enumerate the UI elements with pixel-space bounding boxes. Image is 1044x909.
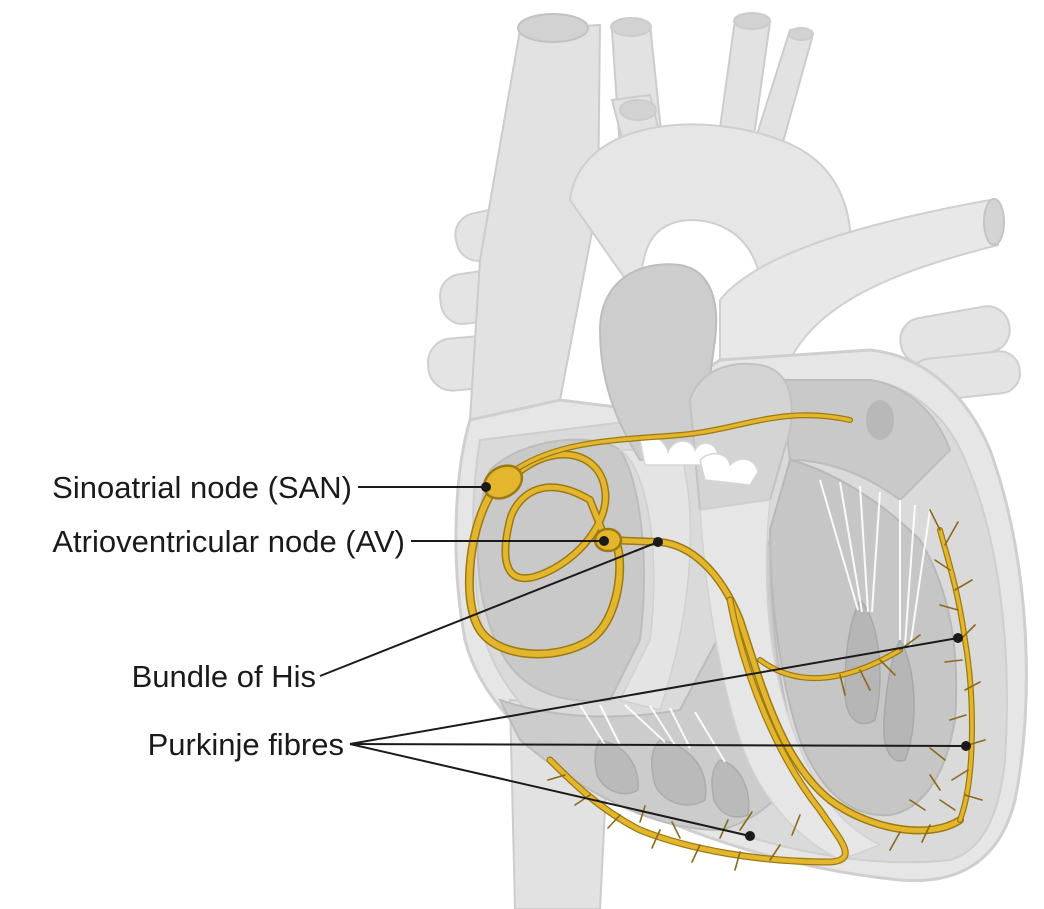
dot-purkinje-3 [745, 831, 755, 841]
label-purkinje-fibres: Purkinje fibres [148, 727, 344, 762]
label-bundle-of-his: Bundle of His [132, 659, 316, 694]
dot-san [481, 482, 491, 492]
svc-opening [518, 14, 588, 42]
dot-his [653, 537, 663, 547]
label-sinoatrial-node: Sinoatrial node (SAN) [52, 470, 352, 505]
dot-av [599, 536, 609, 546]
heart-illustration [426, 13, 1026, 909]
dot-purkinje-2 [961, 741, 971, 751]
left-atrium-opening [866, 400, 894, 440]
dot-purkinje-1 [953, 633, 963, 643]
pulmonary-artery-opening [984, 199, 1004, 245]
superior-vena-cava [470, 25, 600, 420]
label-atrioventricular-node: Atrioventricular node (AV) [52, 524, 405, 559]
labels: Sinoatrial node (SAN) Atrioventricular n… [52, 470, 405, 762]
